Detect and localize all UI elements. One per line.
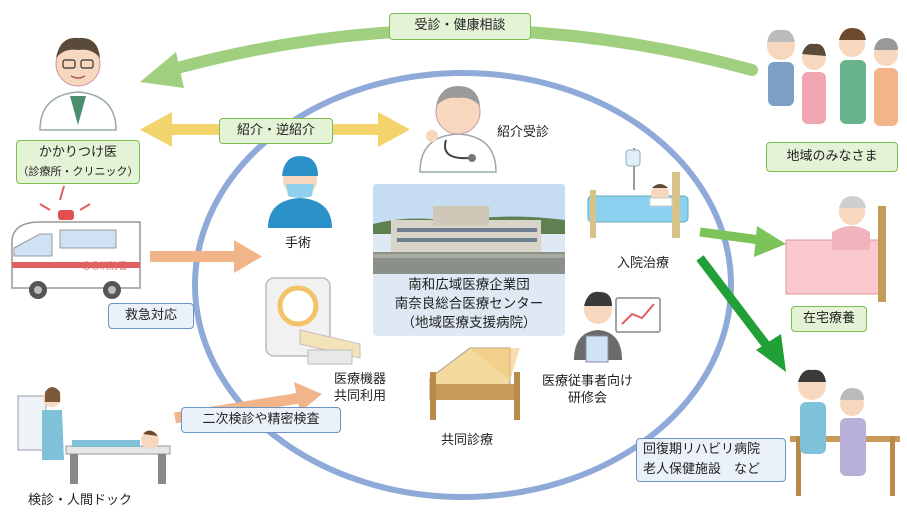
rehab-label-line1: 回復期リハビリ病院 bbox=[643, 442, 761, 457]
ambulance-text: 〇〇消防署 bbox=[82, 262, 128, 272]
community-label: 地域のみなさま bbox=[766, 142, 898, 172]
checkup-illustration bbox=[17, 387, 171, 484]
checkup-label: 検診・人間ドック bbox=[28, 493, 133, 508]
rehab-arrow bbox=[696, 255, 786, 372]
gp-label-sub: （診療所・クリニック） bbox=[17, 165, 139, 178]
rehab-label: 回復期リハビリ病院 老人保健施設 など bbox=[636, 438, 786, 482]
training-instructor-icon bbox=[574, 291, 661, 363]
equipment-label-line1: 医療機器 bbox=[334, 372, 387, 387]
joint-care-bed-icon bbox=[429, 347, 520, 420]
training-label-line2: 研修会 bbox=[568, 391, 608, 406]
consult-label: 受診・健康相談 bbox=[389, 13, 531, 40]
hospital-title: 南奈良総合医療センター bbox=[394, 296, 544, 312]
training-label: 医療従事者向け 研修会 bbox=[542, 373, 633, 407]
rehab-label-line2: 老人保健施設 など bbox=[643, 462, 761, 477]
home-care-label: 在宅療養 bbox=[791, 306, 867, 332]
hospital-name: 南和広域医療企業団 南奈良総合医療センター （地域医療支援病院） bbox=[373, 274, 565, 333]
equipment-label-line2: 共同利用 bbox=[334, 389, 387, 404]
hospital-card: 南和広域医療企業団 南奈良総合医療センター （地域医療支援病院） bbox=[373, 184, 565, 336]
gp-label-title: かかりつけ医 bbox=[38, 145, 118, 160]
imaging-machine-icon bbox=[265, 277, 361, 365]
cooperation-ring bbox=[192, 70, 734, 500]
gp-doctor-icon bbox=[39, 37, 117, 131]
community-family-icon bbox=[767, 28, 898, 126]
training-label-line1: 医療従事者向け bbox=[542, 374, 634, 389]
emergency-label: 救急対応 bbox=[108, 303, 194, 329]
admission-label: 入院治療 bbox=[617, 256, 670, 271]
equipment-label: 医療機器 共同利用 bbox=[334, 371, 386, 405]
surgeon-icon bbox=[268, 156, 332, 228]
rehab-icon bbox=[790, 369, 900, 496]
ambulance-icon bbox=[11, 185, 141, 299]
home-care-icon bbox=[785, 196, 886, 302]
secondary-exam-label: 二次検診や精密検査 bbox=[181, 407, 341, 433]
emergency-arrow bbox=[150, 240, 262, 273]
surgery-label: 手術 bbox=[285, 236, 312, 251]
referral-label: 紹介・逆紹介 bbox=[219, 118, 333, 144]
gp-label: かかりつけ医 （診療所・クリニック） bbox=[16, 140, 140, 184]
hospital-org: 南和広域医療企業団 bbox=[408, 277, 530, 293]
referral-doctor-icon bbox=[419, 86, 497, 173]
inpatient-bed-icon bbox=[587, 148, 689, 238]
home-care-arrow bbox=[699, 226, 786, 257]
joint-care-label: 共同診療 bbox=[441, 433, 494, 448]
hospital-designation: （地域医療支援病院） bbox=[401, 315, 537, 331]
referral-accept-label: 紹介受診 bbox=[497, 125, 550, 140]
hospital-photo bbox=[373, 184, 565, 274]
